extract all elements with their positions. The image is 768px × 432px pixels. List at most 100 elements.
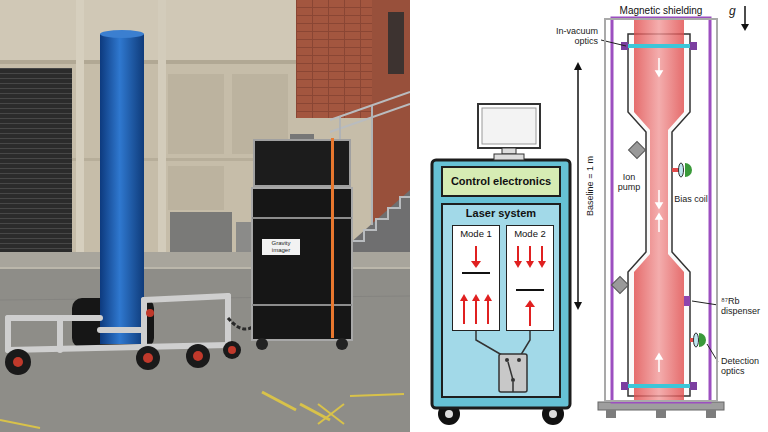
photo-scene [100, 34, 144, 344]
gravity-arrow [741, 6, 749, 31]
trolley-frame [141, 300, 147, 345]
electronics-box: Control electronics [441, 166, 561, 197]
beam-arrows [656, 71, 662, 76]
gravity-arrow [741, 24, 749, 31]
label-holder: g [729, 5, 741, 19]
mode-arrows [472, 294, 480, 301]
case-sticker: Gravity imager [262, 239, 300, 255]
fibre-switch [476, 331, 530, 392]
beam-arrows [658, 58, 660, 72]
photo-scene [388, 12, 404, 74]
ion-pump [629, 142, 646, 159]
baseline-arrow [574, 62, 582, 70]
label-holder: Gravity imager [262, 239, 300, 255]
photo-scene [0, 420, 40, 428]
cart [549, 410, 557, 418]
laser-beam [634, 20, 684, 400]
flight-case [331, 138, 334, 338]
trolley-frame [100, 327, 144, 333]
mirror-bar [516, 289, 544, 291]
cart [445, 410, 453, 418]
mirror-bar [462, 272, 490, 274]
frame-heading: Magnetic shielding [620, 5, 703, 17]
in-vacuum-optics [621, 42, 697, 390]
gravity-arrow [744, 6, 746, 25]
dimension-label: Baseline = 1 m [585, 156, 595, 216]
trolley-frame [57, 318, 63, 350]
trolley-wheel [5, 341, 241, 375]
in-vacuum-optics [690, 42, 697, 50]
beam-arrows [656, 354, 662, 359]
mode-arrows [475, 300, 477, 324]
mode-arrows [541, 246, 543, 262]
mode-arrows [475, 246, 477, 262]
photo-scene [350, 394, 404, 396]
tower-base [706, 410, 716, 418]
cart [432, 160, 570, 408]
fibre-switch [499, 354, 527, 392]
beam-arrows [658, 190, 660, 204]
photo-scene [0, 68, 72, 254]
photo-scene [76, 0, 84, 258]
leader-line [692, 301, 718, 305]
photo-scene [262, 392, 296, 410]
trolley-wheel [186, 344, 210, 368]
detection-optics [672, 163, 706, 347]
mode-arrows [517, 246, 519, 262]
box-title: Mode 2 [514, 228, 546, 239]
beam-arrows [658, 218, 660, 232]
ion-pump [612, 142, 646, 294]
box-title: Mode 1 [460, 228, 492, 239]
rb-dispenser [684, 296, 690, 306]
mode-arrows [460, 294, 468, 301]
label-holder: ⁸⁷Rb dispenser [721, 296, 766, 317]
detection-optics [679, 163, 684, 177]
mode-arrows [529, 246, 531, 262]
mode-arrows [529, 306, 531, 326]
detection-optics [694, 333, 699, 347]
part-label: In-vacuum optics [538, 26, 598, 47]
mode-arrows [460, 246, 546, 326]
trolley-wheel [143, 353, 153, 363]
detection-optics [699, 333, 706, 347]
photo-scene [0, 0, 410, 432]
trolley-wheel [223, 341, 241, 359]
label-holder: Bias coil [674, 194, 708, 204]
monitor [482, 108, 536, 144]
box-title: Control electronics [451, 175, 551, 188]
mode-arrows [463, 300, 465, 324]
photo-scene [170, 212, 232, 254]
label-holder: Detection optics [721, 356, 766, 377]
mode-arrows [525, 300, 535, 307]
flight-case [252, 217, 352, 219]
beam-arrows [656, 203, 662, 208]
flight-case [254, 140, 350, 186]
gravity-symbol: g [729, 5, 736, 19]
baseline-arrow [574, 302, 582, 310]
label-holder: In-vacuum optics [538, 26, 598, 47]
mirror-bar [462, 273, 544, 290]
trolley-frame [5, 318, 11, 350]
monitor [478, 104, 540, 160]
trolley-wheel [193, 351, 203, 361]
trolley-frame [8, 315, 100, 321]
fibre-switch [512, 382, 514, 392]
fibre-switch [505, 358, 509, 362]
fibre-switch [517, 358, 521, 362]
beam-arrows [656, 58, 662, 372]
part-label: ⁸⁷Rb dispenser [721, 296, 766, 317]
trolley-wheel [5, 349, 31, 375]
trolley-wheel [136, 346, 160, 370]
box-title: Laser system [466, 207, 536, 220]
mode-arrows [484, 294, 492, 301]
fibre-switch [508, 362, 513, 380]
flight-case [252, 134, 352, 350]
beam-arrows [658, 358, 660, 372]
trolley-wheel [13, 357, 23, 367]
ion-pump [612, 277, 629, 294]
detection-optics [685, 163, 692, 177]
mode-arrows [514, 261, 522, 268]
in-vacuum-optics [690, 382, 697, 390]
